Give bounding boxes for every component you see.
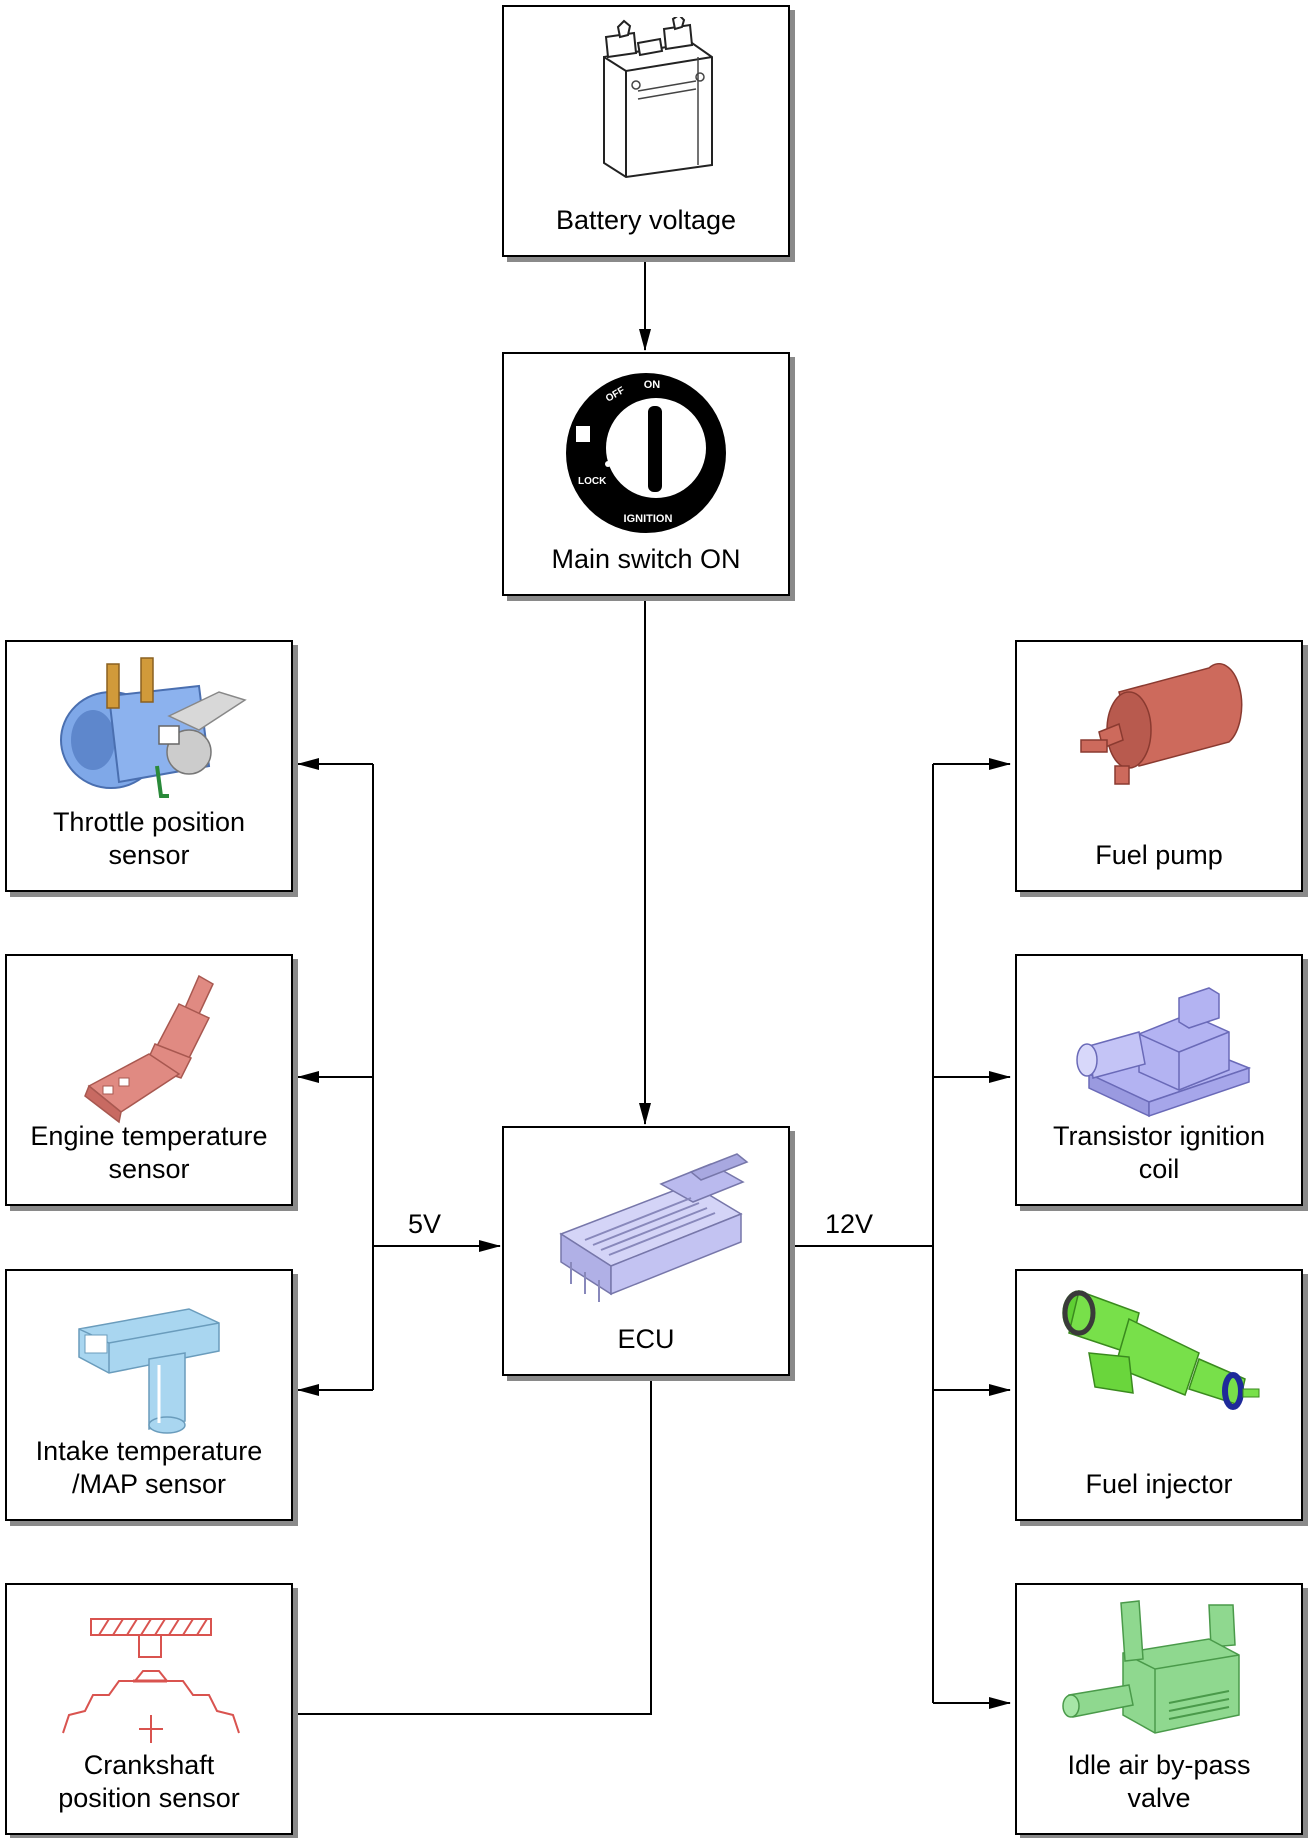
switch-on-text: ON [644, 379, 661, 391]
switch-ignition-text: IGNITION [624, 513, 673, 525]
fuel-injector-label: Fuel injector [1085, 1469, 1233, 1499]
map-sensor-icon [7, 1289, 291, 1469]
ecu-box: ECU [502, 1126, 790, 1376]
wire-crankshaft-to-ecu [298, 1376, 652, 1715]
idle-valve-label: Idle air by-pass valve [1067, 1750, 1251, 1813]
voltage-label-5v: 5V [408, 1209, 442, 1239]
ecu-icon [504, 1144, 788, 1324]
engine-temp-sensor-box: Engine temperature sensor [5, 954, 293, 1206]
engine-temp-sensor-label: Engine temperature sensor [30, 1121, 268, 1184]
ignition-coil-icon [1017, 974, 1301, 1154]
throttle-body-icon [7, 656, 291, 836]
fuel-pump-label: Fuel pump [1095, 840, 1223, 870]
intake-map-sensor-box: Intake temperature /MAP sensor [5, 1269, 293, 1521]
throttle-sensor-label: Throttle position sensor [52, 807, 246, 870]
main-switch-box: ON OFF LOCK IGNITION Main switch ON [502, 352, 790, 596]
battery-box: Battery voltage [502, 5, 790, 257]
crankshaft-sensor-icon [7, 1615, 291, 1795]
ignition-coil-box: Transistor ignition coil [1015, 954, 1303, 1206]
ignition-coil-label: Transistor ignition coil [1052, 1121, 1266, 1184]
fuel-pump-box: Fuel pump [1015, 640, 1303, 892]
fuel-pump-icon [1017, 662, 1301, 842]
switch-lock-text: LOCK [578, 476, 607, 487]
intake-map-sensor-label: Intake temperature /MAP sensor [35, 1436, 263, 1499]
crankshaft-sensor-label: Crankshaft position sensor [58, 1750, 240, 1813]
ecu-label: ECU [617, 1324, 675, 1354]
battery-label: Battery voltage [555, 205, 737, 235]
fuel-injector-box: Fuel injector [1015, 1269, 1303, 1521]
battery-icon [504, 17, 788, 197]
voltage-label-12v: 12V [825, 1209, 874, 1239]
idle-air-valve-icon [1017, 1599, 1301, 1779]
crankshaft-sensor-box: Crankshaft position sensor [5, 1583, 293, 1835]
idle-valve-box: Idle air by-pass valve [1015, 1583, 1303, 1835]
ignition-switch-icon: ON OFF LOCK IGNITION [504, 368, 788, 548]
main-switch-label: Main switch ON [551, 544, 741, 574]
throttle-sensor-box: Throttle position sensor [5, 640, 293, 892]
temperature-sensor-icon [7, 974, 291, 1154]
fuel-injector-icon [1017, 1283, 1301, 1463]
